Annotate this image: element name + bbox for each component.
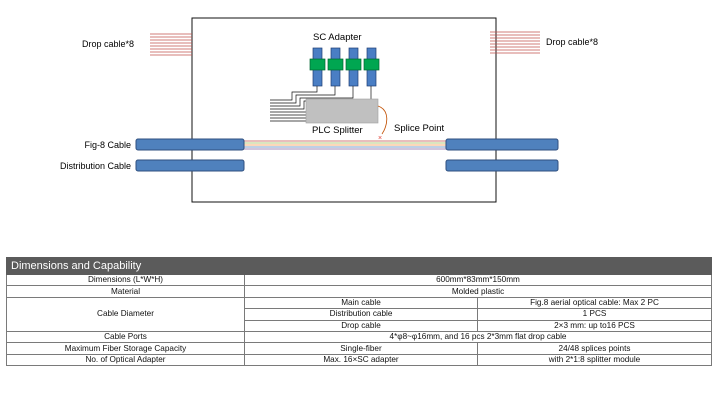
plc-splitter bbox=[305, 98, 379, 124]
closure-diagram: Drop cable*8 Drop cable*8 SC Adapter bbox=[60, 17, 598, 203]
distribution-cable-left bbox=[135, 159, 245, 172]
row-value: 4*φ8~φ16mm, and 16 pcs 2*3mm flat drop c… bbox=[244, 330, 712, 344]
row-value: with 2*1:8 splitter module bbox=[477, 353, 712, 367]
row-type: Max. 16×SC adapter bbox=[244, 353, 478, 367]
closure-diagram-svg: Drop cable*8 Drop cable*8 SC Adapter bbox=[60, 17, 598, 203]
table-row: Maximum Fiber Storage Capacity Single-fi… bbox=[6, 342, 712, 355]
splice-fiber bbox=[377, 105, 388, 135]
table-row: Material Molded plastic bbox=[6, 285, 712, 298]
fig8-cable-left bbox=[135, 138, 245, 151]
sc-adapter bbox=[363, 47, 380, 87]
table-row: Dimensions (L*W*H) 600mm*83mm*150mm bbox=[6, 273, 712, 287]
sc-adapter bbox=[327, 47, 344, 87]
row-value: 600mm*83mm*150mm bbox=[244, 273, 712, 287]
distribution-cable-label: Distribution Cable bbox=[60, 161, 131, 171]
row-label: Material bbox=[6, 285, 245, 298]
row-type: Main cable bbox=[244, 296, 478, 310]
row-value: Molded plastic bbox=[244, 285, 712, 298]
row-type: Drop cable bbox=[244, 319, 478, 332]
row-label: Cable Ports bbox=[6, 330, 245, 344]
splice-point-label: Splice Point bbox=[394, 123, 445, 134]
row-value: 1 PCS bbox=[477, 308, 712, 321]
table-row: Cable Ports 4*φ8~φ16mm, and 16 pcs 2*3mm… bbox=[6, 330, 712, 344]
sc-adapter-label: SC Adapter bbox=[313, 32, 362, 43]
row-label: Dimensions (L*W*H) bbox=[6, 273, 245, 287]
distribution-cable-right bbox=[445, 159, 559, 172]
spec-table: Dimensions and Capability Dimensions (L*… bbox=[6, 257, 712, 367]
row-value: 24/48 splices points bbox=[477, 342, 712, 355]
pigtail-fibers bbox=[270, 86, 372, 122]
sc-adapter bbox=[309, 47, 326, 87]
table-row: Cable Diameter Main cable Fig.8 aerial o… bbox=[6, 296, 712, 332]
drop-cables-left bbox=[150, 33, 192, 56]
sc-adapter bbox=[345, 47, 362, 87]
row-label: Cable Diameter bbox=[6, 296, 245, 332]
drop-cables-right bbox=[490, 31, 540, 54]
drop-cable-left-label: Drop cable*8 bbox=[82, 39, 134, 49]
row-value: Fig.8 aerial optical cable: Max 2 PC bbox=[477, 296, 712, 310]
splice-mark: × bbox=[378, 135, 382, 142]
drop-cable-right-label: Drop cable*8 bbox=[546, 37, 598, 47]
table-header-row: Dimensions and Capability bbox=[6, 257, 712, 275]
fig8-cable-label: Fig-8 Cable bbox=[84, 140, 131, 150]
row-value: 2×3 mm: up to16 PCS bbox=[477, 319, 712, 332]
sc-adapters bbox=[309, 47, 380, 87]
plc-splitter-label: PLC Splitter bbox=[312, 125, 363, 136]
fig8-cable-right bbox=[445, 138, 559, 151]
row-label: Maximum Fiber Storage Capacity bbox=[6, 342, 245, 355]
table-title: Dimensions and Capability bbox=[6, 257, 712, 275]
row-type: Single-fiber bbox=[244, 342, 478, 355]
table-row: Drop cable 2×3 mm: up to16 PCS bbox=[7, 319, 712, 332]
fiber-bundle bbox=[244, 140, 446, 150]
table-row: No. of Optical Adapter Max. 16×SC adapte… bbox=[6, 353, 712, 367]
row-label: No. of Optical Adapter bbox=[6, 353, 245, 367]
row-type: Distribution cable bbox=[244, 308, 478, 321]
